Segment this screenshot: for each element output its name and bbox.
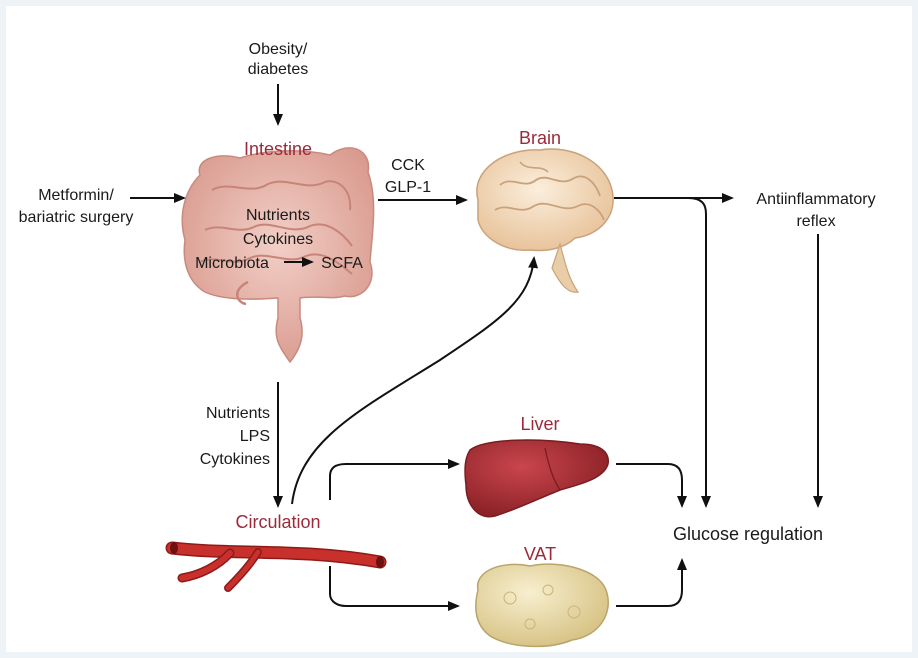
- metformin-label-line1: Metformin/: [38, 187, 114, 204]
- antiinflammatory-label-line1: Antiinflammatory: [756, 191, 875, 208]
- liver-label: Liver: [520, 414, 559, 434]
- gut-circulation-signal-lps: LPS: [240, 428, 270, 445]
- diagram-canvas: Obesity/ diabetes Metformin/ bariatric s…: [6, 6, 912, 652]
- gut-brain-signal-cck: CCK: [391, 157, 425, 174]
- vat-label: VAT: [524, 544, 556, 564]
- diagram-panel: Obesity/ diabetes Metformin/ bariatric s…: [6, 6, 912, 652]
- liver-illustration: [465, 440, 608, 517]
- obesity-label-line1: Obesity/: [249, 41, 308, 58]
- obesity-label-line2: diabetes: [248, 61, 309, 78]
- circulation-label: Circulation: [235, 512, 320, 532]
- gut-circulation-signal-cytokines: Cytokines: [200, 451, 270, 468]
- arrow-liver-to-glucose: [616, 464, 682, 506]
- arrow-vat-to-glucose: [616, 560, 682, 606]
- intestine-nutrients: Nutrients: [246, 207, 310, 224]
- brain-illustration: [477, 149, 613, 292]
- gut-circulation-signal-nutrients: Nutrients: [206, 405, 270, 422]
- vat-illustration: [476, 564, 608, 646]
- brain-label: Brain: [519, 128, 561, 148]
- intestine-microbiota: Microbiota: [195, 255, 269, 272]
- antiinflammatory-label-line2: reflex: [796, 213, 835, 230]
- glucose-regulation-label: Glucose regulation: [673, 524, 823, 544]
- arrow-brain-to-glucose: [688, 198, 706, 506]
- gut-brain-signal-glp1: GLP-1: [385, 179, 431, 196]
- arrow-circulation-to-vat: [330, 566, 458, 606]
- intestine-scfa: SCFA: [321, 255, 363, 272]
- blood-vessel-illustration: [170, 542, 384, 588]
- intestine-label: Intestine: [244, 139, 312, 159]
- intestine-cytokines: Cytokines: [243, 231, 313, 248]
- metformin-label-line2: bariatric surgery: [19, 209, 134, 226]
- arrow-circulation-to-liver: [330, 464, 458, 500]
